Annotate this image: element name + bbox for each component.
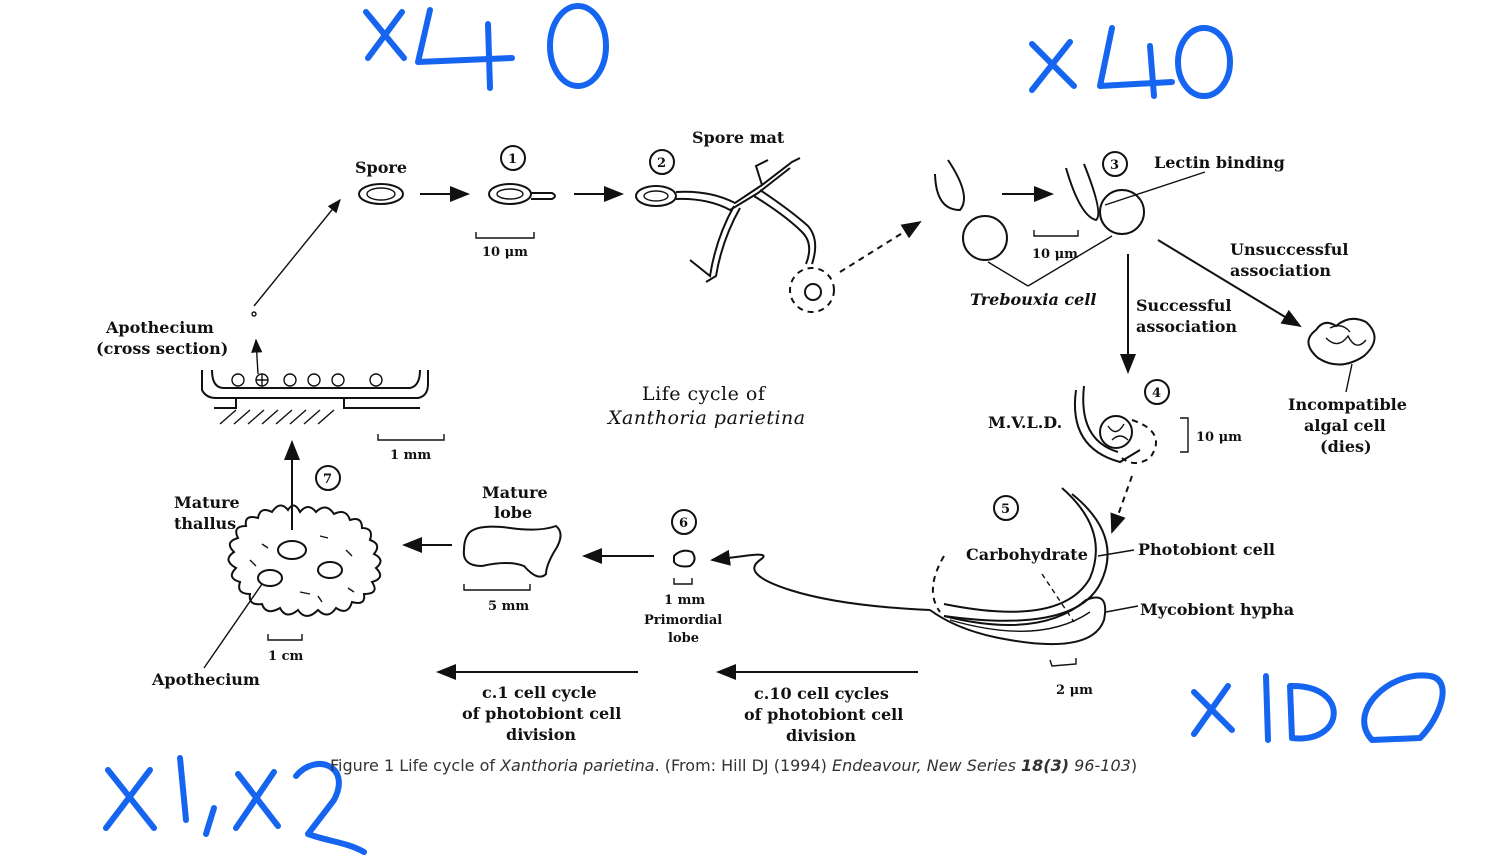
c1-label-2: of photobiont cell — [462, 704, 621, 723]
lectin-binding-drawing — [1033, 163, 1206, 237]
arrow-interface-to-primordial — [710, 549, 931, 611]
scale-1mm-b: 1 mm — [664, 593, 705, 608]
mature-lobe-label-1: Mature — [482, 483, 548, 502]
svg-text:7: 7 — [323, 472, 332, 487]
spore-drawing — [358, 183, 404, 205]
germinating-spore-drawing — [475, 183, 556, 239]
scale-5mm: 5 mm — [488, 599, 529, 614]
incompatible-label-2: algal cell — [1304, 416, 1386, 435]
scale-1cm: 1 cm — [268, 649, 303, 664]
successful-label-2: association — [1136, 317, 1237, 336]
handwritten-x40-top-right — [1029, 25, 1233, 99]
lectin-binding-label: Lectin binding — [1154, 153, 1285, 172]
arrow-dashed-to-step-5 — [1110, 475, 1133, 534]
unsuccessful-label-1: Unsuccessful — [1230, 240, 1349, 259]
apothecium-bottom-label: Apothecium — [151, 670, 260, 689]
mature-lobe-drawing — [462, 524, 562, 591]
scale-10um-a: 10 μm — [482, 245, 528, 260]
step-5-marker: 5 — [993, 495, 1019, 521]
c10-label-3: division — [786, 726, 856, 745]
scale-10um-c: 10 μm — [1196, 430, 1242, 445]
handwritten-x1-x2-bottom-left — [103, 755, 367, 855]
arrow-apothecium-to-spore — [253, 198, 341, 307]
mvld-drawing — [1074, 385, 1189, 464]
carbohydrate-label: Carbohydrate — [966, 545, 1088, 564]
scale-1mm-a: 1 mm — [390, 448, 431, 463]
mature-lobe-label-2: lobe — [494, 503, 532, 522]
unsuccessful-label-2: association — [1230, 261, 1331, 280]
apothecium-cross-section-drawing — [201, 369, 445, 441]
handwritten-x100-bottom-right — [1191, 672, 1446, 743]
trebouxia-pointer-lines — [987, 235, 1113, 287]
scale-2um: 2 μm — [1056, 683, 1093, 698]
mycobiont-hypha-label: Mycobiont hypha — [1140, 600, 1294, 619]
spore-mat-drawing — [635, 157, 835, 313]
handwritten-x40-top-left — [363, 3, 609, 91]
svg-text:6: 6 — [679, 516, 688, 531]
step-6-marker: 6 — [671, 509, 697, 535]
arrow-ascus-spore — [251, 338, 263, 375]
caption-suffix: ) — [1130, 756, 1138, 775]
mature-thallus-label-1: Mature — [174, 493, 240, 512]
step-3-marker: 3 — [1102, 151, 1128, 177]
spore-label: Spore — [355, 158, 407, 177]
photobiont-cell-label: Photobiont cell — [1138, 540, 1275, 559]
c1-label-1: c.1 cell cycle — [482, 683, 597, 702]
mature-thallus-drawing — [203, 504, 382, 669]
incompatible-label-1: Incompatible — [1288, 395, 1407, 414]
spore-mat-label: Spore mat — [692, 128, 785, 147]
svg-text:3: 3 — [1110, 158, 1119, 173]
step-4-marker: 4 — [1144, 379, 1170, 405]
primordial-lobe-label-1: Primordial — [644, 613, 722, 628]
svg-text:4: 4 — [1152, 386, 1161, 401]
mvld-label: M.V.L.D. — [988, 413, 1062, 432]
trebouxia-cell-label: Trebouxia cell — [970, 290, 1096, 309]
incompatible-cell-drawing — [1307, 317, 1376, 393]
caption-species: Xanthoria parietina — [500, 756, 655, 775]
diagram-title-line-1: Life cycle of — [642, 383, 767, 405]
diagram-title-line-2: Xanthoria parietina — [606, 407, 806, 429]
caption-mid: . (From: Hill DJ (1994) — [654, 756, 832, 775]
primordial-lobe-drawing — [673, 549, 696, 585]
primordial-lobe-label-2: lobe — [668, 631, 699, 646]
svg-text:2: 2 — [657, 156, 666, 171]
c1-label-3: division — [506, 725, 576, 744]
successful-label-1: Successful — [1136, 296, 1231, 315]
incompatible-label-3: (dies) — [1320, 437, 1372, 456]
step-7-marker: 7 — [315, 465, 341, 491]
cell-interface-drawing — [929, 487, 1139, 667]
step-2-marker: 2 — [649, 149, 675, 175]
caption-volume: 18(3) — [1021, 756, 1070, 775]
arrow-dashed-to-algae — [839, 220, 922, 273]
caption-pages: 96-103 — [1069, 756, 1131, 775]
c10-label-2: of photobiont cell — [744, 705, 903, 724]
hypha-and-trebouxia-drawing — [934, 159, 1008, 261]
mature-thallus-label-2: thallus — [174, 514, 236, 533]
apothecium-label-1: Apothecium — [105, 318, 214, 337]
apothecium-label-2: (cross section) — [96, 339, 228, 358]
figure-caption: Figure 1 Life cycle of Xanthoria parieti… — [330, 756, 1137, 775]
step-1-marker: 1 — [500, 145, 526, 171]
scale-10um-b: 10 μm — [1032, 247, 1078, 262]
c10-label-1: c.10 cell cycles — [754, 684, 889, 703]
caption-prefix: Figure 1 Life cycle of — [330, 756, 501, 775]
svg-text:1: 1 — [508, 152, 517, 167]
arrow-unsuccessful — [1157, 239, 1302, 328]
svg-text:5: 5 — [1001, 502, 1010, 517]
caption-journal: Endeavour, New Series — [832, 756, 1016, 775]
